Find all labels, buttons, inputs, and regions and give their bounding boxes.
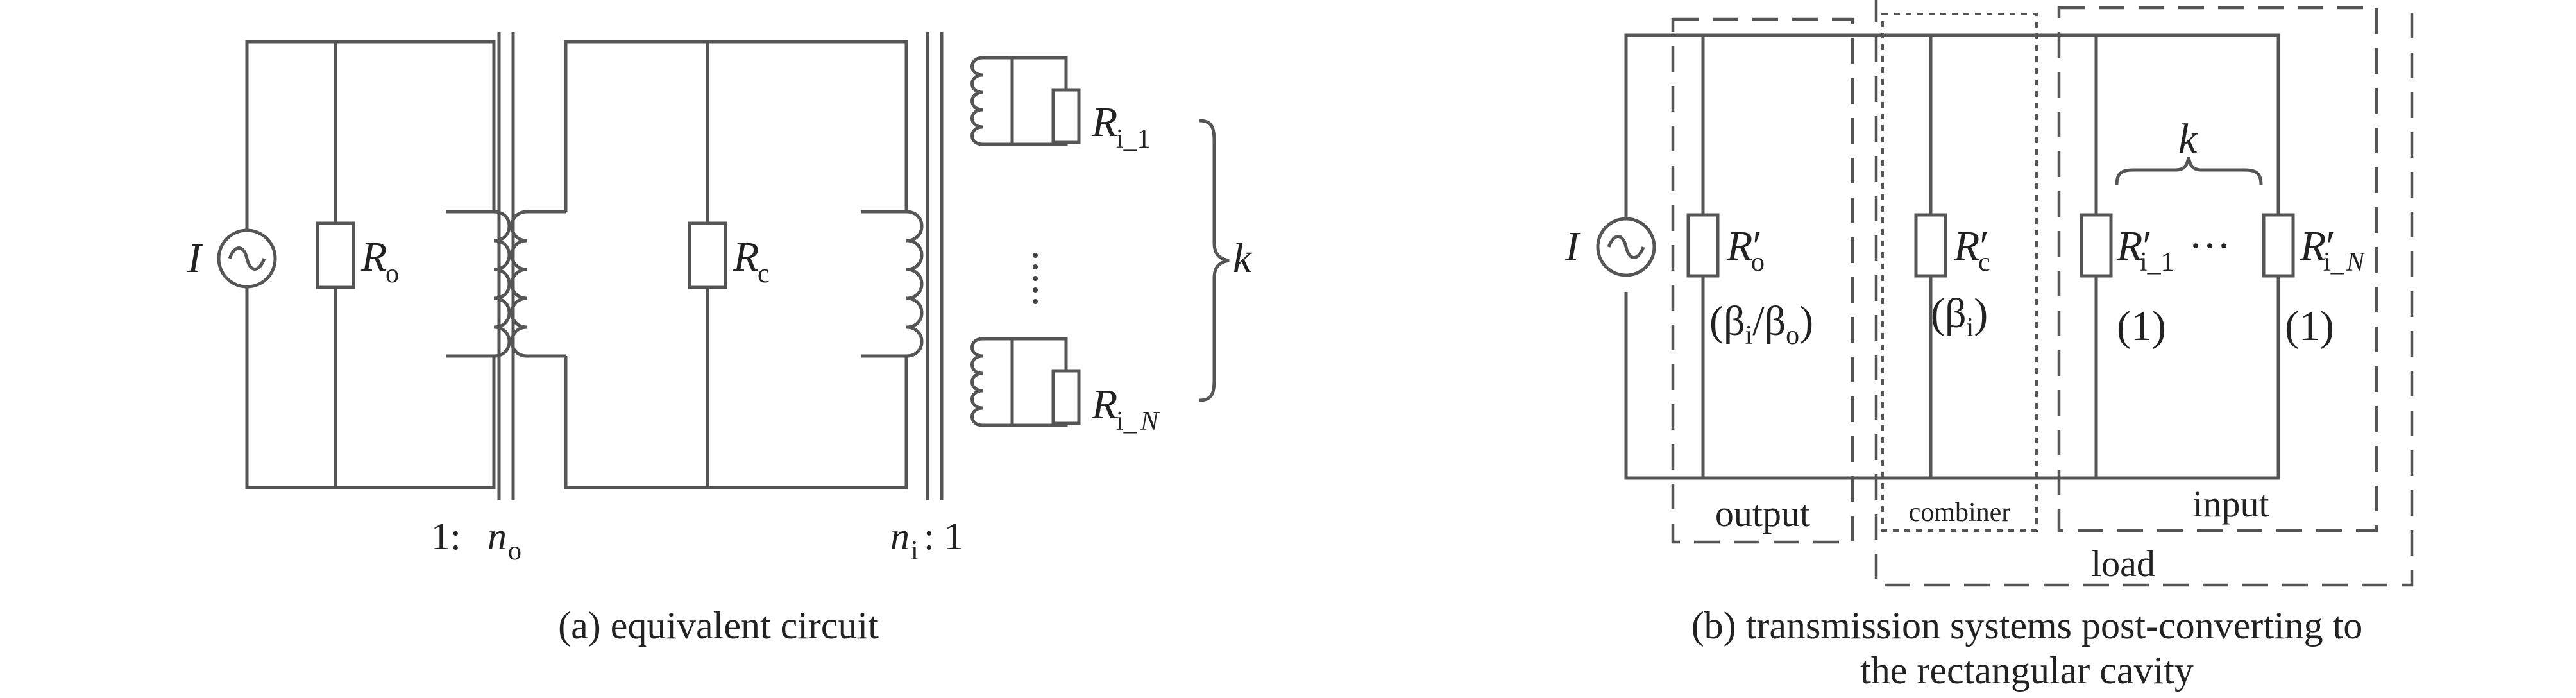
caption-b-line1: (b) transmission systems post-converting… xyxy=(1691,604,2363,647)
output-label: output xyxy=(1715,493,1810,534)
rin-sub-i: i_ xyxy=(1116,407,1138,436)
combiner-box xyxy=(1881,13,2038,532)
k-label-b: k xyxy=(2178,115,2198,162)
ratio-right-tail: : 1 xyxy=(924,515,963,558)
ri1-prime-sub: i_1 xyxy=(2140,248,2174,277)
secondary-coil xyxy=(510,210,566,358)
panel-b: I R′ o (βi/βo) R′ c (βi) R′ i_1 (1) ··· … xyxy=(1564,0,2414,692)
resistor-rin xyxy=(1051,369,1081,425)
load-1-loop xyxy=(1010,56,1068,146)
rin-prime-coef: (1) xyxy=(2285,303,2334,350)
k-label-a: k xyxy=(1233,235,1253,282)
horizontal-ellipsis: ··· xyxy=(2189,223,2231,269)
rin-prime-sub-n: N xyxy=(2346,248,2366,277)
ratio-right-n: n xyxy=(890,515,910,558)
output-box xyxy=(1671,17,1854,544)
rc-prime-coef: (βi) xyxy=(1931,290,1988,343)
ro-label: R xyxy=(360,234,387,280)
ri1-prime-coef: (1) xyxy=(2117,303,2166,350)
caption-a: (a) equivalent circuit xyxy=(558,604,879,647)
rc-prime-sub: c xyxy=(1978,248,1990,277)
sine-wave-icon xyxy=(228,246,266,271)
ratio-left-n: n xyxy=(487,515,507,558)
rin-prime-sub-i: i_ xyxy=(2323,248,2345,277)
resistor-ri1 xyxy=(1051,88,1081,144)
rc-label: R xyxy=(733,234,759,280)
combiner-loop-wire xyxy=(564,40,908,489)
main-rails xyxy=(1624,33,2280,480)
ro-sub: o xyxy=(386,259,399,289)
resistor-rc-prime xyxy=(1914,213,1947,278)
primary-coil xyxy=(446,210,511,358)
source-label: I xyxy=(187,235,203,282)
rin-prime-label: R′ xyxy=(2300,223,2335,269)
ratio-left-sub: o xyxy=(508,536,521,566)
ratio-left-num: 1: xyxy=(431,515,461,558)
load-box xyxy=(1874,0,2414,587)
brace-k-b xyxy=(2115,157,2263,185)
load-n-coil xyxy=(970,337,1012,427)
ri1-label: R xyxy=(1091,99,1117,146)
rc-sub: c xyxy=(758,259,770,289)
ro-prime-sub: o xyxy=(1751,248,1765,277)
ro-prime-label: R′ xyxy=(1726,223,1762,269)
load-1-coil xyxy=(970,56,1012,146)
input-coil xyxy=(861,210,924,358)
rin-label: R xyxy=(1091,381,1117,428)
resistor-ro-prime xyxy=(1686,213,1720,278)
input-box xyxy=(2057,6,2378,532)
vertical-ellipsis xyxy=(1033,253,1038,304)
brace-k xyxy=(1199,119,1230,402)
rc-prime-label: R′ xyxy=(1953,223,1989,269)
resistor-rin-prime xyxy=(2262,213,2295,278)
panel-a: I R o R c R i_1 xyxy=(187,32,1253,647)
ro-prime-coef: (βi/βo) xyxy=(1709,298,1813,350)
combiner-label: combiner xyxy=(1909,498,2011,527)
resistor-ri1-prime xyxy=(2080,213,2113,278)
load-label: load xyxy=(2091,543,2155,584)
rin-sub-n: N xyxy=(1140,407,1160,436)
ri1-prime-label: R′ xyxy=(2116,223,2152,269)
resistor-ro xyxy=(316,221,355,289)
caption-b-line2: the rectangular cavity xyxy=(1860,649,2194,692)
load-n-loop xyxy=(1010,337,1068,427)
ri1-sub: i_1 xyxy=(1116,124,1151,154)
input-label: input xyxy=(2192,483,2269,525)
source-b-label: I xyxy=(1564,223,1581,270)
sine-wave-b-icon xyxy=(1607,235,1645,259)
ratio-right-sub: i xyxy=(911,536,919,566)
resistor-rc xyxy=(688,221,727,289)
